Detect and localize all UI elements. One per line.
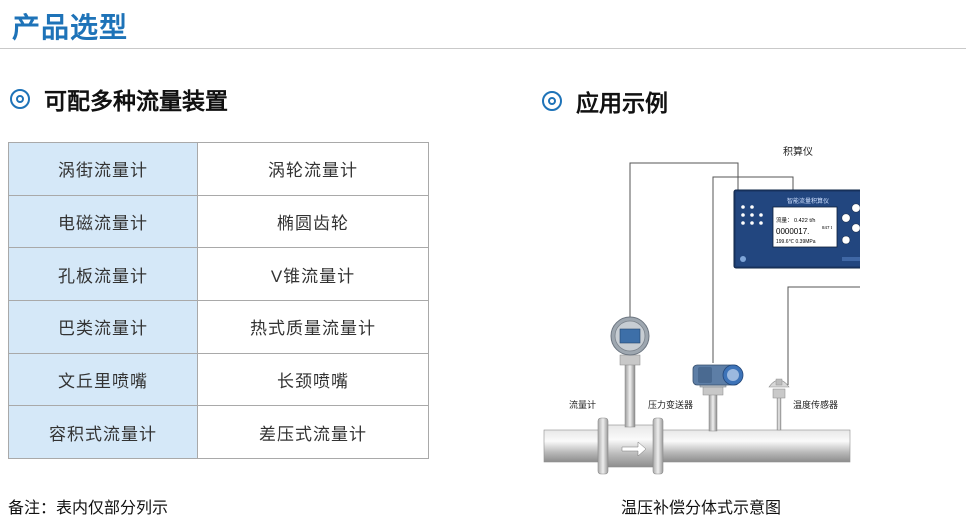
table-row: 涡街流量计 涡轮流量计 — [8, 142, 429, 196]
section-heading-devices-label: 可配多种流量装置 — [44, 88, 228, 114]
table-row: 文丘里喷嘴 长颈喷嘴 — [8, 352, 429, 407]
screen-line-total: 0000017. — [776, 227, 809, 236]
wire-pressure — [712, 176, 794, 363]
table-cell: V锥流量计 — [197, 247, 429, 302]
table-cell: 涡街流量计 — [8, 142, 198, 196]
title-divider — [0, 48, 966, 49]
wire-flowmeter — [629, 162, 739, 320]
pipeline — [543, 417, 851, 475]
integrator-device: 智能流量积算仪 流量： 0.422 t/h 0000017. 847 t 199… — [733, 189, 860, 269]
table-cell: 巴类流量计 — [8, 300, 198, 354]
table-cell: 长颈喷嘴 — [197, 352, 429, 407]
screen-line-temp: 199.6℃ 0.39MPa — [776, 239, 816, 245]
table-cell: 电磁流量计 — [8, 194, 198, 249]
screen-line-flow: 流量： 0.422 t/h — [776, 216, 815, 224]
device-table: 涡街流量计 涡轮流量计 电磁流量计 椭圆齿轮 孔板流量计 V锥流量计 巴类流量计… — [8, 142, 429, 460]
nameplate — [842, 257, 860, 261]
flow-direction-icon — [621, 441, 647, 457]
indicator-lights — [741, 205, 763, 225]
table-cell: 孔板流量计 — [8, 247, 198, 302]
page-title: 产品选型 — [12, 12, 129, 43]
diagram-caption: 温压补偿分体式示意图 — [621, 500, 782, 517]
section-heading-devices: 可配多种流量装置 — [10, 82, 228, 116]
target-ring-icon — [542, 91, 562, 111]
table-cell: 热式质量流量计 — [197, 300, 429, 354]
signal-wires — [629, 162, 860, 385]
screen-line-total-unit: 847 t — [822, 225, 833, 230]
table-footnote: 备注：表内仅部分列示 — [8, 500, 169, 517]
table-row: 巴类流量计 热式质量流量计 — [8, 300, 429, 354]
temperature-sensor — [768, 378, 790, 431]
flowmeter-device — [610, 316, 650, 428]
pressure-transmitter — [692, 364, 744, 432]
system-diagram: 积算仪 智能流量积算仪 流量： 0.422 t/h 0000017. 847 t… — [543, 145, 860, 475]
wire-temperature — [787, 286, 860, 385]
table-cell: 涡轮流量计 — [197, 142, 429, 196]
integrator-label: 积算仪 — [783, 145, 813, 158]
table-row: 电磁流量计 椭圆齿轮 — [8, 194, 429, 249]
table-cell: 差压式流量计 — [197, 405, 429, 460]
brand-logo — [740, 256, 746, 262]
section-heading-example: 应用示例 — [542, 84, 668, 118]
table-row: 容积式流量计 差压式流量计 — [8, 405, 429, 460]
screen-title: 智能流量积算仪 — [787, 197, 829, 205]
flowmeter-label: 流量计 — [569, 399, 596, 410]
lcd-screen — [772, 206, 838, 248]
table-cell: 容积式流量计 — [8, 405, 198, 460]
target-ring-icon — [10, 89, 30, 109]
table-cell: 文丘里喷嘴 — [8, 352, 198, 407]
section-heading-example-label: 应用示例 — [576, 90, 668, 116]
temperature-sensor-label: 温度传感器 — [793, 399, 838, 410]
table-cell: 椭圆齿轮 — [197, 194, 429, 249]
pressure-transmitter-label: 压力变送器 — [648, 399, 693, 410]
table-row: 孔板流量计 V锥流量计 — [8, 247, 429, 302]
keypad — [841, 203, 860, 245]
